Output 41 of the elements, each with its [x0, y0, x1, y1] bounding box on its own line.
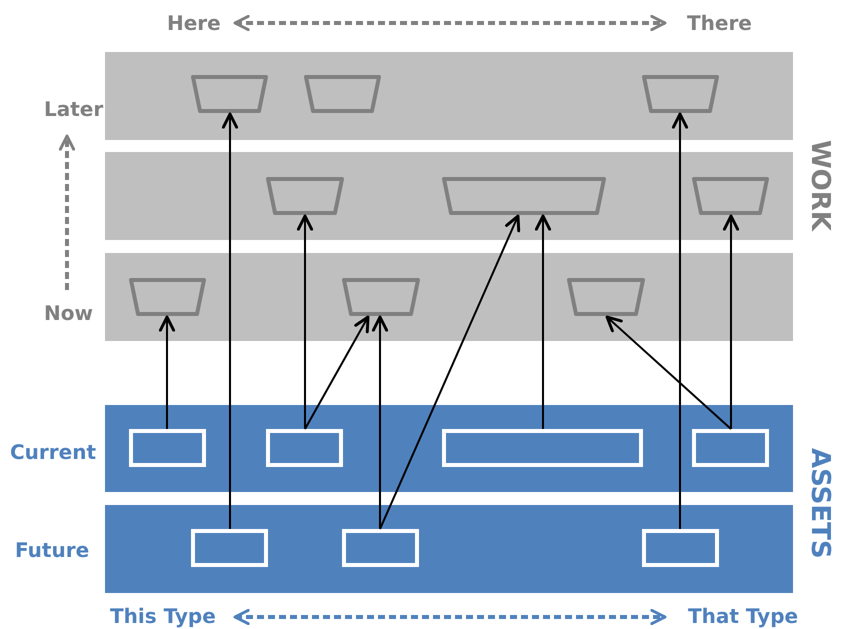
axis-label: There	[687, 11, 752, 35]
box-outline	[642, 529, 719, 567]
trapezoid-outline	[304, 75, 381, 113]
axis-label: Now	[44, 301, 93, 325]
axis-label: Current	[10, 440, 96, 464]
trapezoid-outline	[567, 278, 645, 316]
box-outline	[266, 429, 343, 467]
arrow	[379, 214, 520, 530]
trapezoid-outline	[129, 278, 206, 316]
box-outline	[191, 529, 268, 567]
box-outline	[129, 429, 206, 467]
arrow	[534, 214, 552, 429]
axis-label: Here	[167, 11, 221, 35]
arrow	[372, 316, 388, 529]
trapezoid-outline	[442, 177, 606, 215]
box-outline	[342, 529, 419, 567]
axis-label: That Type	[688, 604, 798, 628]
axis-label: This Type	[110, 604, 216, 628]
axis-label: Future	[15, 538, 90, 562]
trapezoid-outline	[191, 75, 268, 113]
band	[105, 52, 793, 140]
trapezoid-outline	[266, 177, 344, 215]
arrow	[606, 316, 732, 430]
box-outline	[442, 429, 643, 467]
band	[105, 253, 793, 341]
band	[105, 152, 793, 240]
band	[105, 505, 793, 593]
arrow	[222, 112, 238, 529]
section-label: ASSETS	[805, 448, 835, 559]
axis-label: Later	[44, 97, 104, 121]
arrow	[158, 316, 176, 429]
band	[105, 405, 793, 492]
arrow	[304, 316, 370, 430]
trapezoid-outline	[692, 177, 769, 215]
trapezoid-outline	[642, 75, 719, 113]
arrow	[296, 214, 314, 429]
trapezoid-outline	[342, 278, 420, 316]
arrow	[722, 214, 740, 429]
box-outline	[692, 429, 769, 467]
section-label: WORK	[805, 140, 835, 231]
arrow	[672, 112, 688, 529]
